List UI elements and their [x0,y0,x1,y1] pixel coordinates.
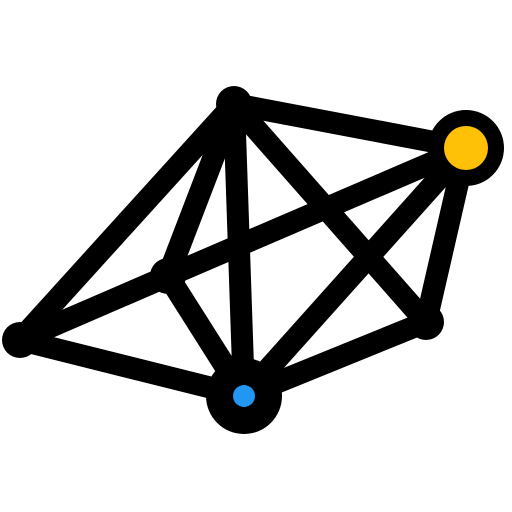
edge-top-right-top [223,93,477,159]
node-layer [2,86,504,434]
edge-right-top-inner-left [157,137,477,287]
edge-right-top-bottom [233,137,477,407]
edge-top-inner-left [157,93,245,287]
edge-top-left [9,93,245,351]
node-left [2,322,38,358]
edge-left-bottom [9,329,255,407]
edge-left-inner-left [9,265,179,351]
node-bottom-fill [233,385,255,407]
node-top [216,86,252,122]
node-right-top-fill [444,126,488,170]
edge-layer [9,93,477,407]
node-inner-left [150,258,186,294]
node-right-bottom [408,304,444,340]
